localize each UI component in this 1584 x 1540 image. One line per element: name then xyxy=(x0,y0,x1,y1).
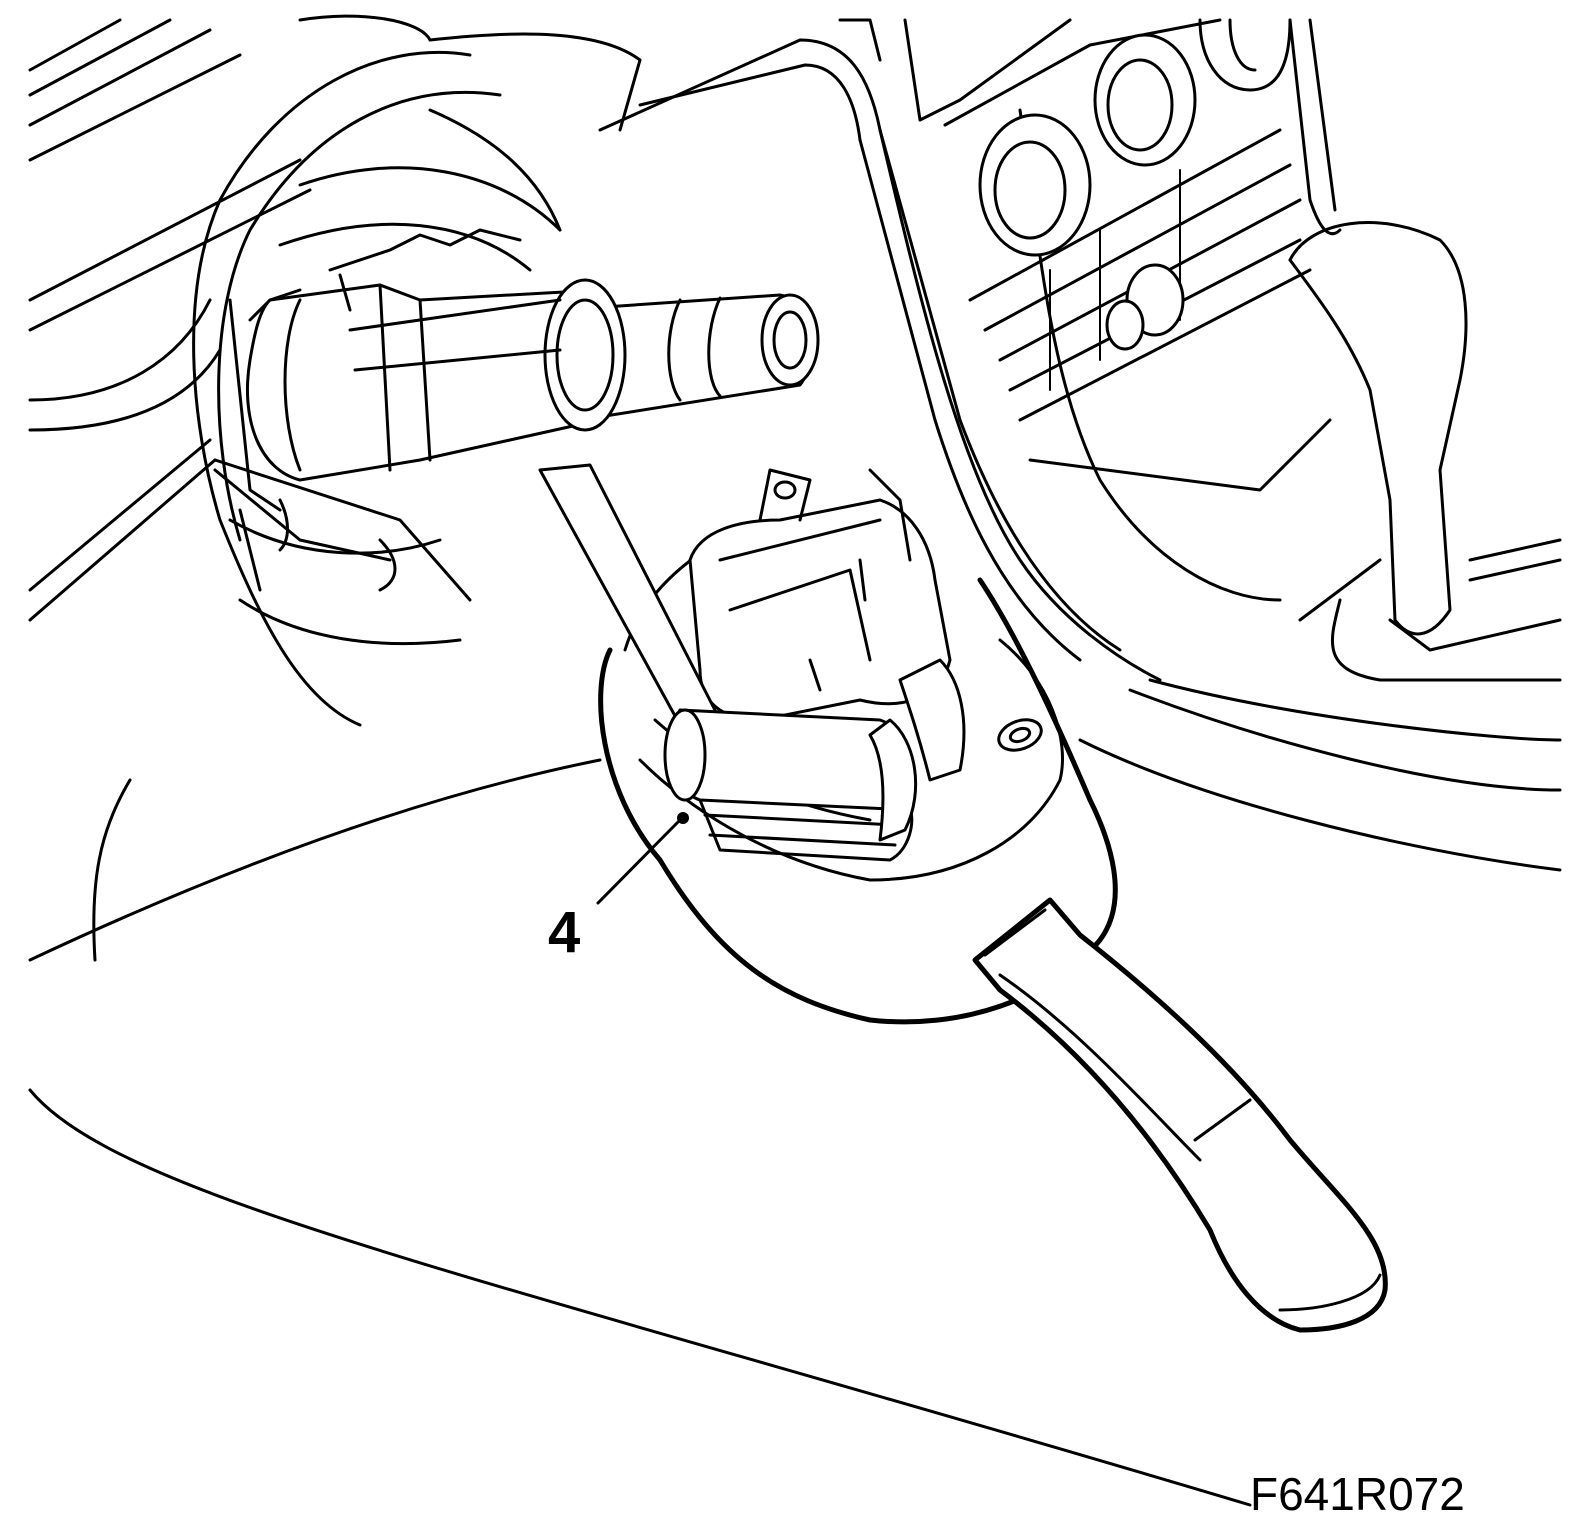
callout-number-label: 4 xyxy=(548,900,580,965)
connector-block xyxy=(688,468,966,782)
lower-trim xyxy=(28,678,1562,1507)
gear-selector xyxy=(1288,221,1562,682)
switch-module xyxy=(663,708,918,862)
figure-code-label: F641R072 xyxy=(1250,1468,1465,1520)
callout-4: 4 xyxy=(548,812,689,965)
callout-leader-line xyxy=(596,818,682,905)
stalk-switch-housing xyxy=(598,528,1118,1025)
wiper-stalk xyxy=(972,897,1388,1333)
callout-anchor-dot xyxy=(677,812,689,824)
steering-shroud xyxy=(28,50,562,727)
dashboard-trim-lines xyxy=(28,14,432,432)
climate-control-panel xyxy=(838,18,1342,492)
steering-column xyxy=(213,228,820,727)
